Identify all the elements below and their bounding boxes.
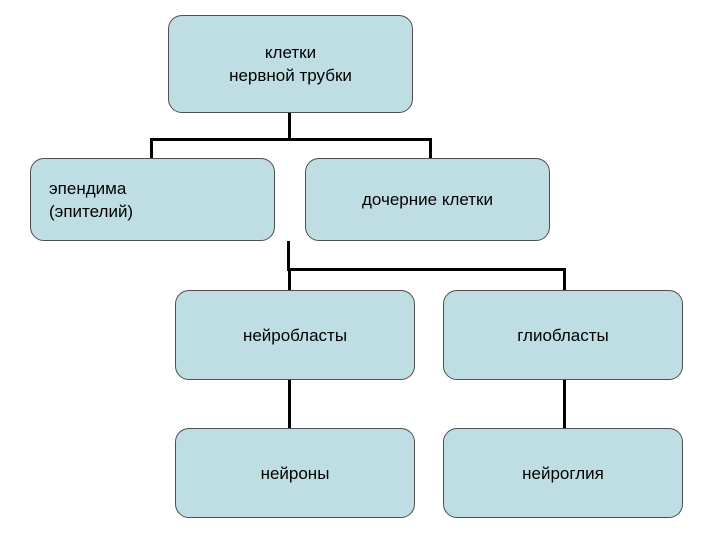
node-daughter-cells[interactable]: дочерние клетки: [305, 158, 550, 241]
node-glioblasts[interactable]: глиобласты: [443, 290, 683, 380]
edge-root-down: [288, 113, 291, 141]
node-ependyma[interactable]: эпендима (эпителий): [30, 158, 275, 241]
edge-split-1: [150, 138, 432, 141]
edge-to-neuroblasts: [288, 268, 291, 292]
edge-to-ependyma: [150, 138, 153, 160]
node-neural-tube-cells[interactable]: клетки нервной трубки: [168, 15, 413, 113]
edge-glioblasts-to-neuroglia: [563, 380, 566, 429]
edge-neuroblasts-to-neurons: [288, 380, 291, 429]
node-neurons[interactable]: нейроны: [175, 428, 415, 518]
edge-to-glioblasts: [563, 268, 566, 292]
node-neuroblasts[interactable]: нейробласты: [175, 290, 415, 380]
edge-split-2: [288, 268, 566, 271]
node-neuroglia[interactable]: нейроглия: [443, 428, 683, 518]
edge-to-daughter-cells: [429, 138, 432, 160]
edge-daughter-cells-down: [287, 241, 290, 271]
